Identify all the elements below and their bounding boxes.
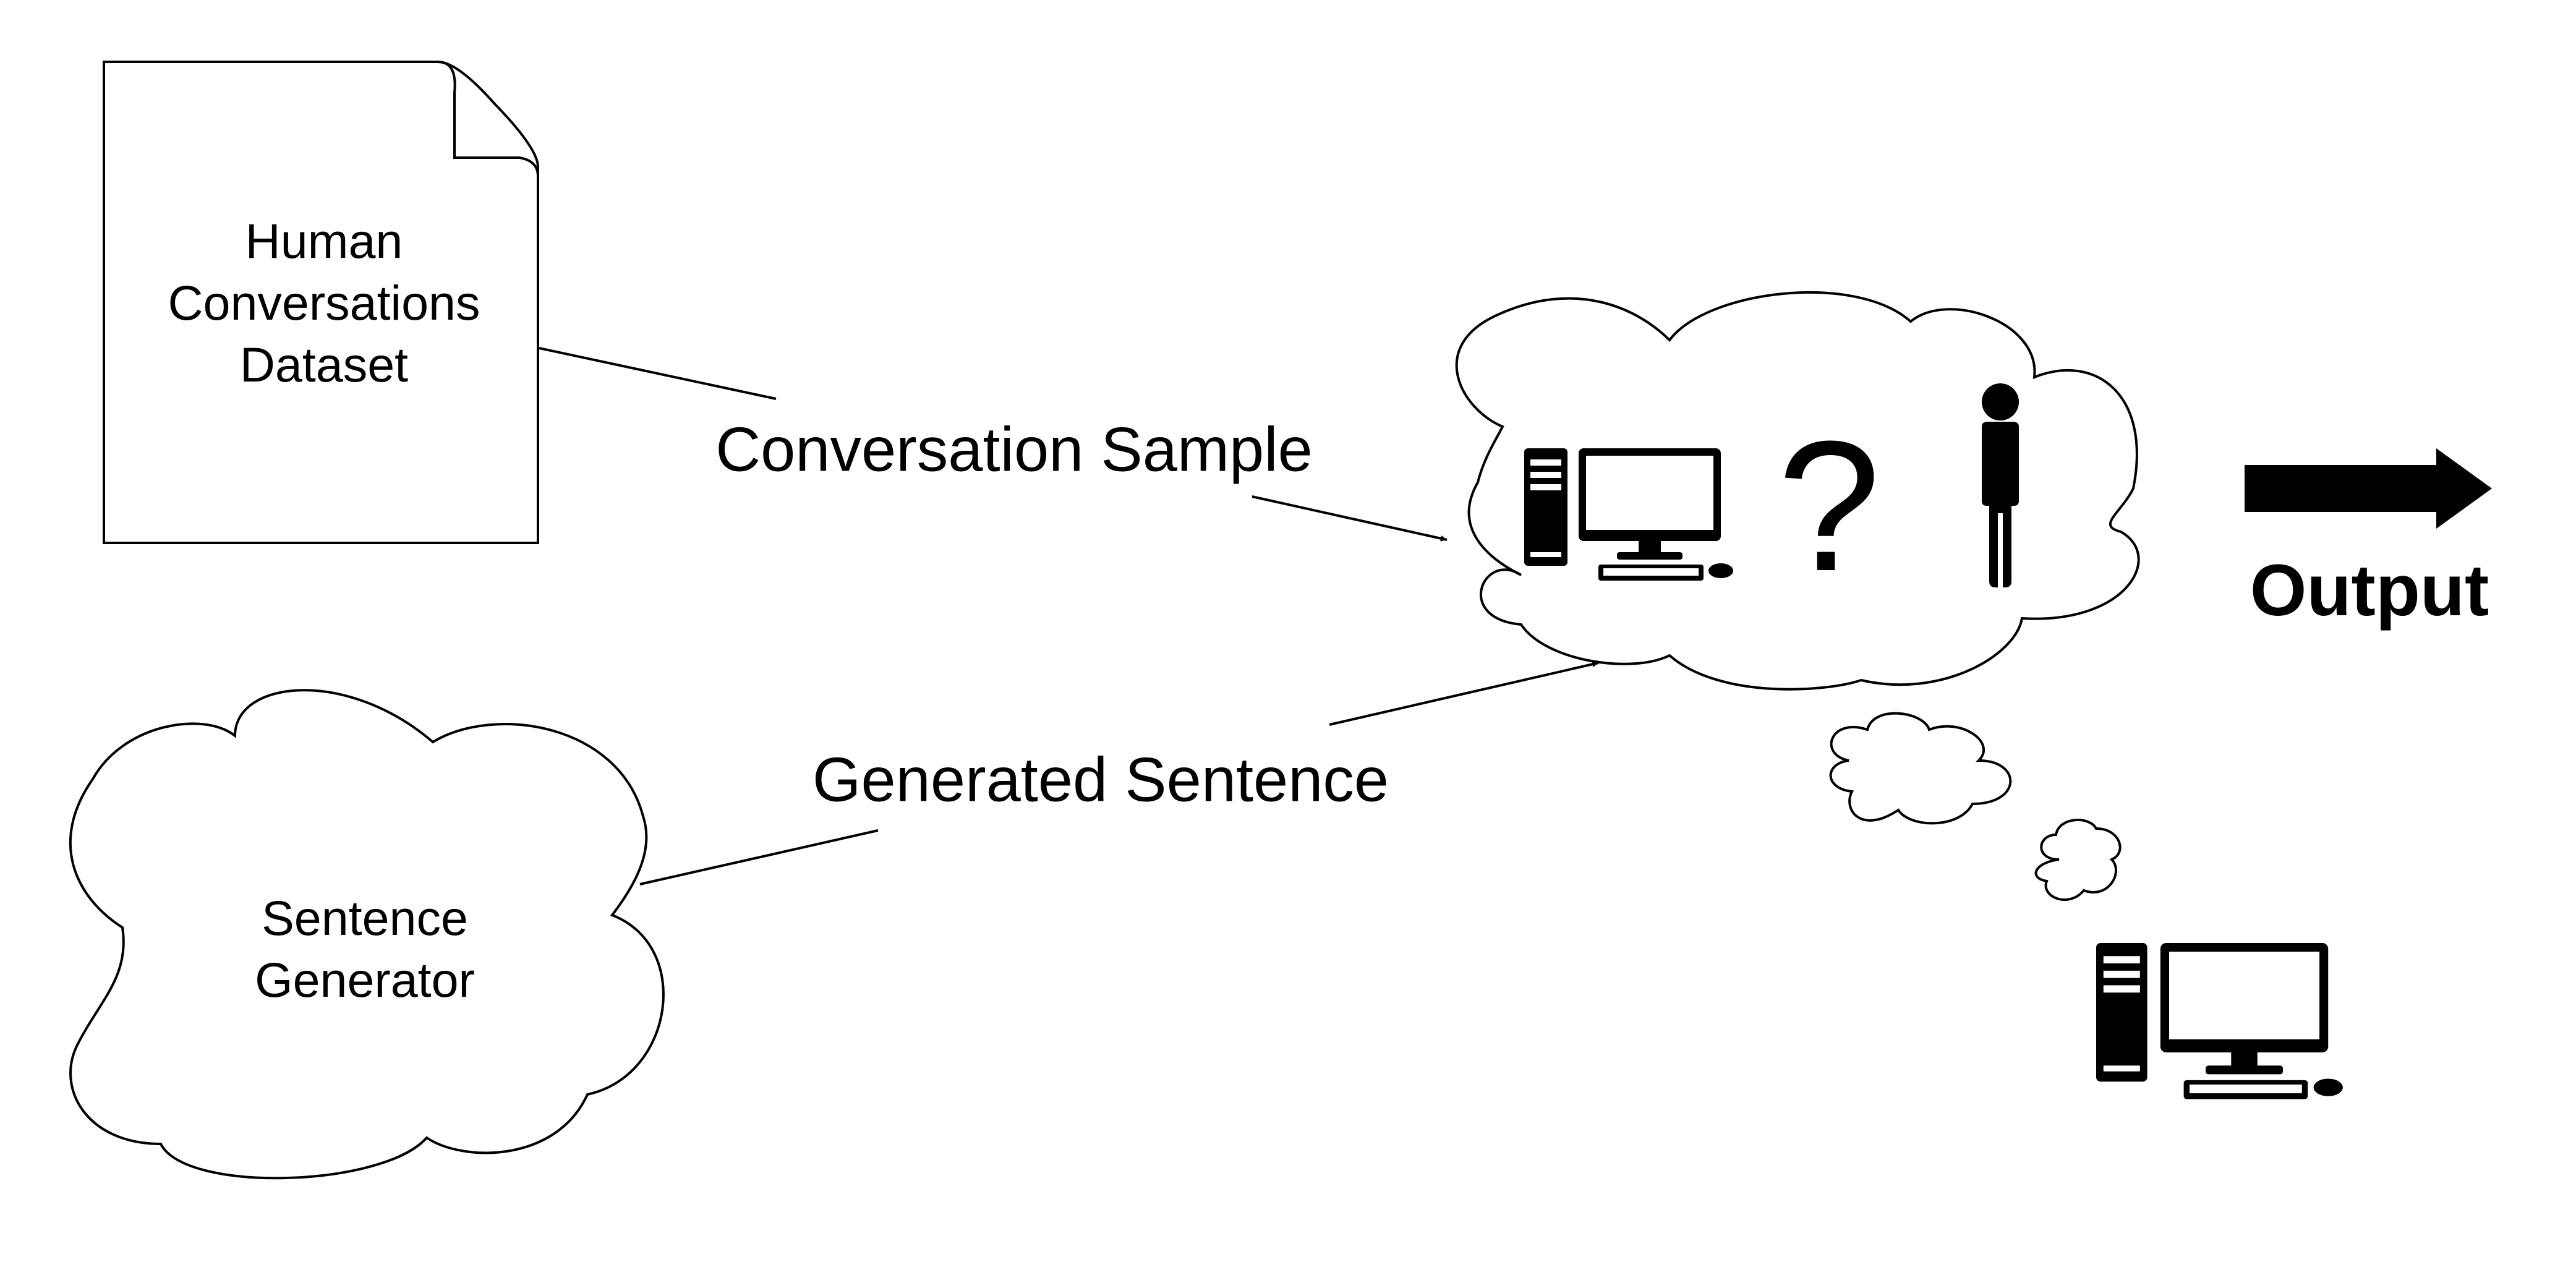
dataset-label-line-3: Dataset	[239, 337, 409, 392]
dataset-label: Human Conversations Dataset	[132, 210, 516, 396]
thought-bubble-large	[1829, 712, 2012, 825]
generator-label-line-2: Generator	[255, 952, 475, 1007]
generator-label: Sentence Generator	[173, 887, 557, 1011]
thought-computer-icon	[2096, 943, 2343, 1099]
generated-edge-end	[1329, 661, 1599, 726]
conversation-edge-end	[1252, 495, 1448, 542]
question-mark: ?	[1777, 402, 1881, 610]
right-arrow-icon	[2245, 448, 2492, 529]
output-label: Output	[2250, 550, 2489, 631]
dataset-label-line-2: Conversations	[168, 275, 480, 330]
generated-sentence-label: Generated Sentence	[806, 749, 1396, 812]
judge-cloud	[1455, 291, 2140, 691]
generator-label-line-1: Sentence	[262, 890, 468, 945]
conversation-sample-label: Conversation Sample	[709, 419, 1319, 482]
dataset-document	[103, 61, 539, 544]
thought-bubble-small	[2034, 819, 2122, 902]
generator-cloud	[69, 689, 665, 1180]
generated-edge-start	[639, 829, 879, 885]
conversation-edge-start	[539, 347, 777, 400]
dataset-label-line-1: Human	[245, 213, 403, 268]
